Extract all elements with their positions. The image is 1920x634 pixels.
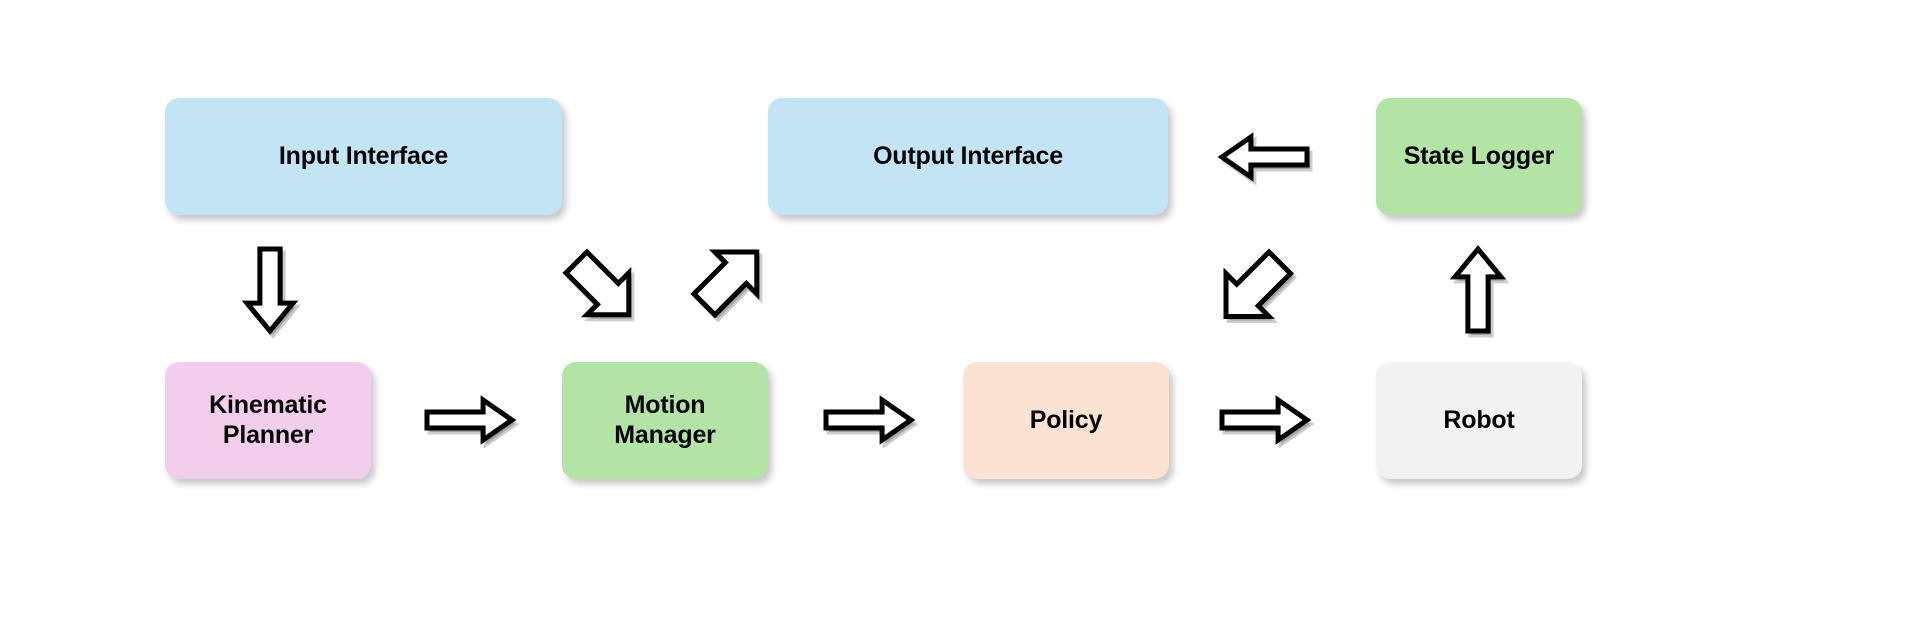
arrow-motion-manager-to-policy: [822, 395, 919, 449]
node-robot[interactable]: Robot: [1376, 362, 1582, 479]
arrow-state-logger-to-policy: [1222, 248, 1306, 332]
node-label-kinematic-planner: Kinematic Planner: [209, 391, 327, 449]
node-output-interface[interactable]: Output Interface: [768, 98, 1168, 215]
arrow-input-to-motion-manager: [562, 248, 644, 332]
node-input-interface[interactable]: Input Interface: [165, 98, 562, 215]
node-label-motion-manager: Motion Manager: [614, 391, 716, 449]
arrow-robot-to-state-logger: [1449, 245, 1510, 338]
node-label-output-interface: Output Interface: [873, 141, 1063, 170]
node-motion-manager[interactable]: Motion Manager: [562, 362, 768, 479]
arrow-input-to-kinematic-planner: [241, 245, 302, 339]
node-policy[interactable]: Policy: [963, 362, 1169, 479]
node-state-logger[interactable]: State Logger: [1376, 98, 1582, 215]
node-label-input-interface: Input Interface: [278, 141, 449, 170]
arrow-state-logger-to-output: [1217, 132, 1313, 186]
node-label-state-logger: State Logger: [1403, 141, 1555, 170]
node-label-robot: Robot: [1443, 405, 1515, 434]
arrow-motion-manager-to-output: [690, 248, 772, 332]
node-label-policy: Policy: [1029, 405, 1103, 434]
arrow-kinematic-planner-to-motion-manager: [423, 395, 520, 449]
node-kinematic-planner[interactable]: Kinematic Planner: [165, 362, 371, 479]
arrow-policy-to-robot: [1218, 395, 1315, 449]
